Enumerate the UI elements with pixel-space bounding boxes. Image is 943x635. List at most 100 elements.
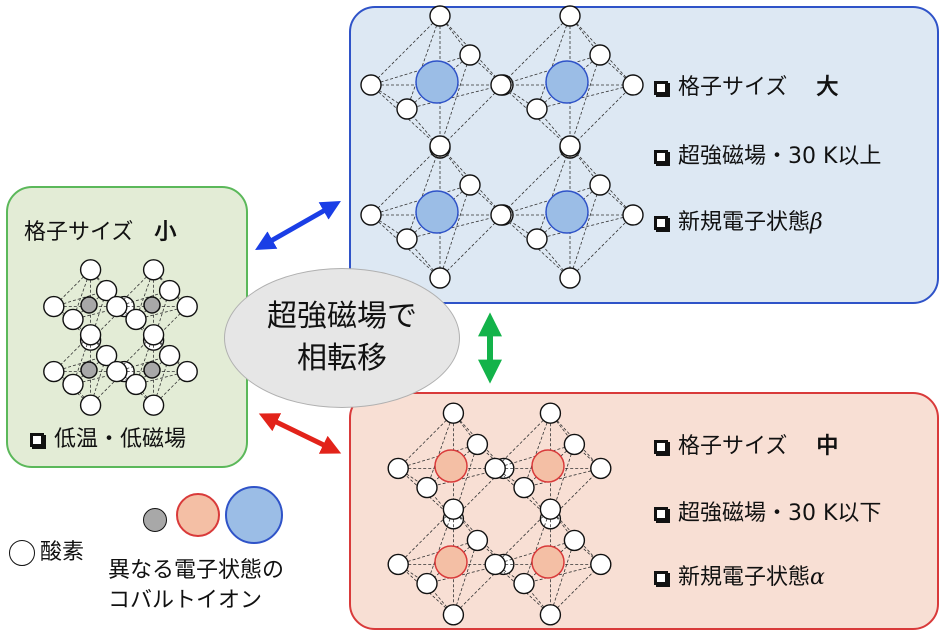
octahedron-edge bbox=[426, 564, 504, 584]
oxygen-atom bbox=[176, 360, 198, 383]
octahedron-edge bbox=[523, 413, 551, 488]
octahedron-edge bbox=[569, 54, 601, 149]
oxygen-atom bbox=[387, 457, 409, 480]
oxygen-atom bbox=[158, 344, 181, 367]
blue-double-arrow-icon bbox=[255, 201, 341, 250]
checkbox-icon bbox=[654, 440, 668, 454]
oxygen-atom bbox=[442, 498, 465, 520]
bubble-line-1: 超強磁場で bbox=[267, 299, 417, 334]
oxygen-atom bbox=[559, 267, 581, 289]
oxygen-atom bbox=[590, 457, 612, 480]
oxygen-atom bbox=[158, 279, 181, 302]
octahedron-edge bbox=[523, 444, 575, 488]
oxygen-atom bbox=[125, 308, 147, 331]
octahedron-edge bbox=[453, 540, 478, 615]
small-size-label: 格子サイズ bbox=[24, 220, 134, 245]
octahedron-edge bbox=[153, 355, 170, 406]
octahedron-edge bbox=[116, 334, 154, 372]
octahedron-edge bbox=[426, 540, 478, 584]
oxygen-atom bbox=[106, 360, 128, 383]
octahedron-edge bbox=[72, 306, 125, 320]
oxygen-atom bbox=[416, 572, 438, 595]
mid-size-row: 格子サイズ 中 bbox=[654, 434, 838, 460]
octahedron-edge bbox=[500, 145, 571, 216]
oxygen-legend-label: 酸素 bbox=[40, 540, 85, 565]
oxygen-atom bbox=[459, 44, 481, 66]
octahedron-edge bbox=[500, 15, 571, 86]
oxygen-atom bbox=[442, 604, 465, 626]
oxygen-atom bbox=[563, 433, 586, 456]
small-size-row: 格子サイズ 小 bbox=[24, 220, 176, 246]
oxygen-atom bbox=[466, 529, 489, 552]
octahedron-edge bbox=[53, 269, 91, 307]
oxygen-atom bbox=[622, 204, 644, 226]
cobalt-ion bbox=[545, 190, 589, 234]
mid-field-text: 超強磁場・30 K以下 bbox=[678, 501, 882, 526]
oxygen-legend-icon bbox=[9, 540, 35, 566]
octahedron-edge bbox=[116, 306, 137, 320]
oxygen-atom bbox=[387, 553, 409, 576]
oxygen-atom bbox=[62, 373, 84, 396]
octahedron-edge bbox=[550, 540, 575, 615]
oxygen-atom bbox=[396, 98, 418, 120]
checkbox-icon bbox=[654, 507, 668, 521]
cobalt-ion bbox=[415, 60, 459, 104]
octahedron-edge bbox=[426, 413, 454, 488]
checkbox-icon bbox=[30, 433, 44, 447]
checkbox-icon bbox=[654, 571, 668, 585]
oxygen-atom bbox=[526, 228, 548, 250]
octahedron-edge bbox=[406, 15, 441, 110]
octahedron-edge bbox=[169, 355, 188, 372]
cobalt-large-legend-icon bbox=[225, 486, 283, 544]
oxygen-atom bbox=[442, 402, 465, 424]
octahedron-edge bbox=[406, 145, 441, 240]
octahedron-edge bbox=[536, 214, 634, 240]
octahedron-edge bbox=[523, 468, 601, 488]
octahedron-edge bbox=[550, 444, 575, 519]
large-field-text: 超強磁場・30 K以上 bbox=[678, 144, 882, 169]
oxygen-atom bbox=[79, 259, 102, 281]
oxygen-atom bbox=[513, 572, 535, 595]
large-size-row: 格子サイズ 大 bbox=[654, 75, 838, 101]
octahedron-edge bbox=[426, 468, 504, 488]
octahedron-edge bbox=[72, 371, 125, 385]
octahedron-edge bbox=[523, 540, 575, 584]
octahedron-edge bbox=[153, 290, 170, 341]
octahedron-edge bbox=[494, 412, 551, 469]
oxygen-atom bbox=[513, 476, 535, 499]
cobalt-ion bbox=[434, 545, 468, 579]
oxygen-atom bbox=[106, 295, 128, 318]
cobalt-ion bbox=[531, 545, 565, 579]
octahedron-edge bbox=[135, 371, 188, 385]
octahedron-edge bbox=[397, 412, 454, 469]
oxygen-atom bbox=[539, 402, 562, 424]
cobalt-ion bbox=[545, 60, 589, 104]
large-state-text: 新規電子状態 bbox=[678, 210, 811, 235]
large-field-row: 超強磁場・30 K以上 bbox=[654, 144, 881, 170]
oxygen-atom bbox=[563, 529, 586, 552]
oxygen-atom bbox=[79, 324, 102, 346]
cobalt-ion bbox=[143, 361, 161, 379]
octahedron-edge bbox=[523, 564, 601, 584]
small-size-value: 小 bbox=[154, 220, 177, 245]
oxygen-atom bbox=[95, 279, 118, 302]
phase-transition-bubble: 超強磁場で 相転移 bbox=[224, 268, 460, 408]
octahedron-edge bbox=[439, 184, 471, 279]
octahedron-edge bbox=[550, 564, 602, 616]
octahedron-edge bbox=[53, 334, 91, 372]
oxygen-atom bbox=[43, 360, 65, 383]
octahedron-edge bbox=[135, 269, 154, 320]
octahedron-edge bbox=[135, 334, 154, 385]
oxygen-atom bbox=[459, 174, 481, 196]
oxygen-atom bbox=[622, 74, 644, 96]
large-size-label: 格子サイズ bbox=[678, 75, 788, 100]
oxygen-atom bbox=[429, 267, 451, 289]
cobalt-mid-legend-icon bbox=[176, 493, 220, 537]
oxygen-atom bbox=[43, 295, 65, 318]
oxygen-atom bbox=[559, 135, 581, 157]
octahedron-edge bbox=[72, 334, 91, 385]
red-double-arrow-icon bbox=[258, 413, 342, 454]
oxygen-atom bbox=[142, 394, 165, 416]
oxygen-atom bbox=[176, 295, 198, 318]
